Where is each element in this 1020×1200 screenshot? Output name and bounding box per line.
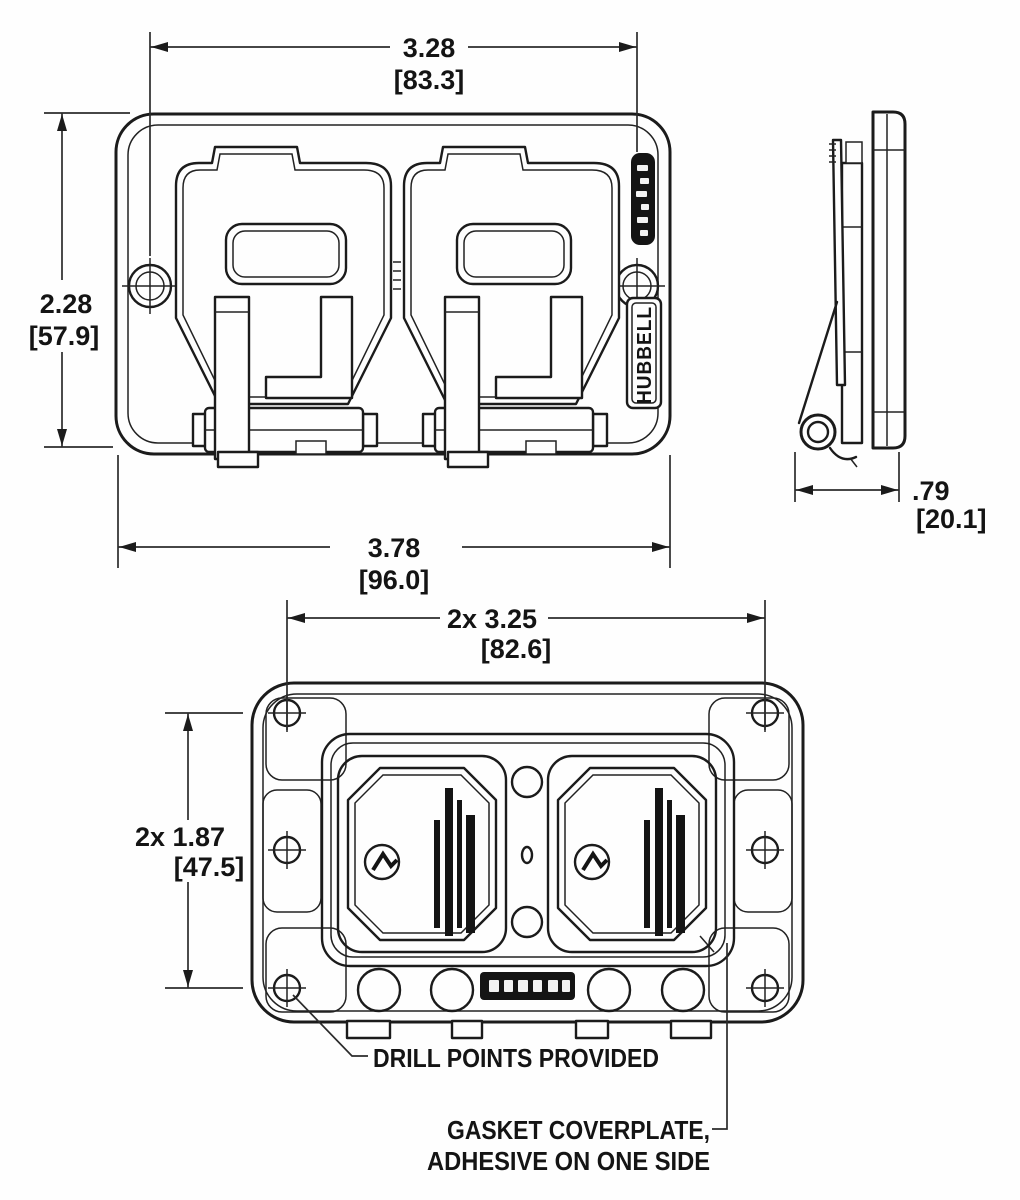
- drill-point: [746, 831, 784, 869]
- gasket-outline: [320, 732, 736, 968]
- front-view: HUBBELL: [114, 112, 672, 469]
- center-holes: [510, 765, 544, 939]
- latch-right: [421, 295, 609, 469]
- lid-emboss-left: [224, 222, 348, 286]
- dimension-front-overall-width: 3.78 [96.0]: [117, 455, 671, 595]
- gasket-inner-line: [330, 742, 726, 958]
- dim-value: 2x 3.25: [447, 604, 537, 634]
- drill-point: [268, 969, 306, 1007]
- side-lid-support: [797, 300, 839, 425]
- back-view: [250, 681, 805, 1040]
- dim-metric: [57.9]: [29, 321, 100, 351]
- drill-point: [268, 831, 306, 869]
- side-bracket: [840, 161, 864, 445]
- center-divider-hatch: [393, 261, 401, 290]
- dim-value: 3.78: [368, 533, 421, 563]
- dim-value: 3.28: [403, 33, 456, 63]
- receptacle-opening-left: [336, 754, 508, 954]
- latch-left: [191, 295, 379, 469]
- back-bottom-tabs: [345, 1019, 713, 1040]
- dim-metric: [82.6]: [481, 634, 552, 664]
- dim-metric: [47.5]: [174, 852, 245, 882]
- note-drill-points: DRILL POINTS PROVIDED: [292, 994, 659, 1073]
- latch-lever-left: [213, 295, 251, 461]
- note-gasket-line2: ADHESIVE ON ONE SIDE: [427, 1146, 710, 1176]
- note-gasket-line1: GASKET COVERPLATE,: [447, 1115, 710, 1145]
- drill-point: [746, 969, 784, 1007]
- note-drill-points-text: DRILL POINTS PROVIDED: [373, 1043, 659, 1073]
- back-bottom-holes: [356, 967, 706, 1013]
- latch-lever-right: [443, 295, 481, 461]
- dimension-back-hole-spacing-v: 2x 1.87 [47.5]: [135, 712, 245, 989]
- dimension-back-hole-spacing-h: 2x 3.25 [82.6]: [286, 600, 766, 730]
- brand-label: HUBBELL: [625, 296, 663, 410]
- brand-label-text: HUBBELL: [634, 306, 656, 404]
- receptacle-screw-left: [363, 843, 401, 881]
- part-number-label: [631, 153, 655, 245]
- dim-value: 2.28: [40, 289, 93, 319]
- front-lid-right: [402, 145, 621, 406]
- latch-hook-left: [264, 295, 354, 400]
- dim-value: 2x 1.87: [135, 822, 225, 852]
- dimension-front-screw-spacing: 3.28 [83.3]: [149, 32, 638, 256]
- lid-emboss-right: [455, 222, 573, 286]
- back-rating-label: [480, 972, 575, 1000]
- side-plate-profile: [871, 110, 907, 450]
- front-screw-left: [122, 258, 178, 314]
- dim-value: .79: [912, 476, 950, 506]
- dimension-front-height: 2.28 [57.9]: [29, 112, 130, 448]
- dim-metric: [20.1]: [916, 504, 987, 534]
- receptacle-screw-right: [573, 843, 611, 881]
- receptacle-opening-right: [546, 754, 718, 954]
- side-hinge: [799, 413, 858, 468]
- side-lid-grip-ribs: [829, 143, 836, 163]
- latch-hook-right: [494, 295, 584, 400]
- dim-metric: [83.3]: [394, 65, 465, 95]
- side-view: [797, 110, 907, 468]
- dimension-side-depth: .79 [20.1]: [794, 452, 987, 534]
- note-gasket-coverplate: GASKET COVERPLATE, ADHESIVE ON ONE SIDE: [427, 943, 728, 1176]
- front-lid-left: [174, 145, 393, 406]
- dim-metric: [96.0]: [359, 565, 430, 595]
